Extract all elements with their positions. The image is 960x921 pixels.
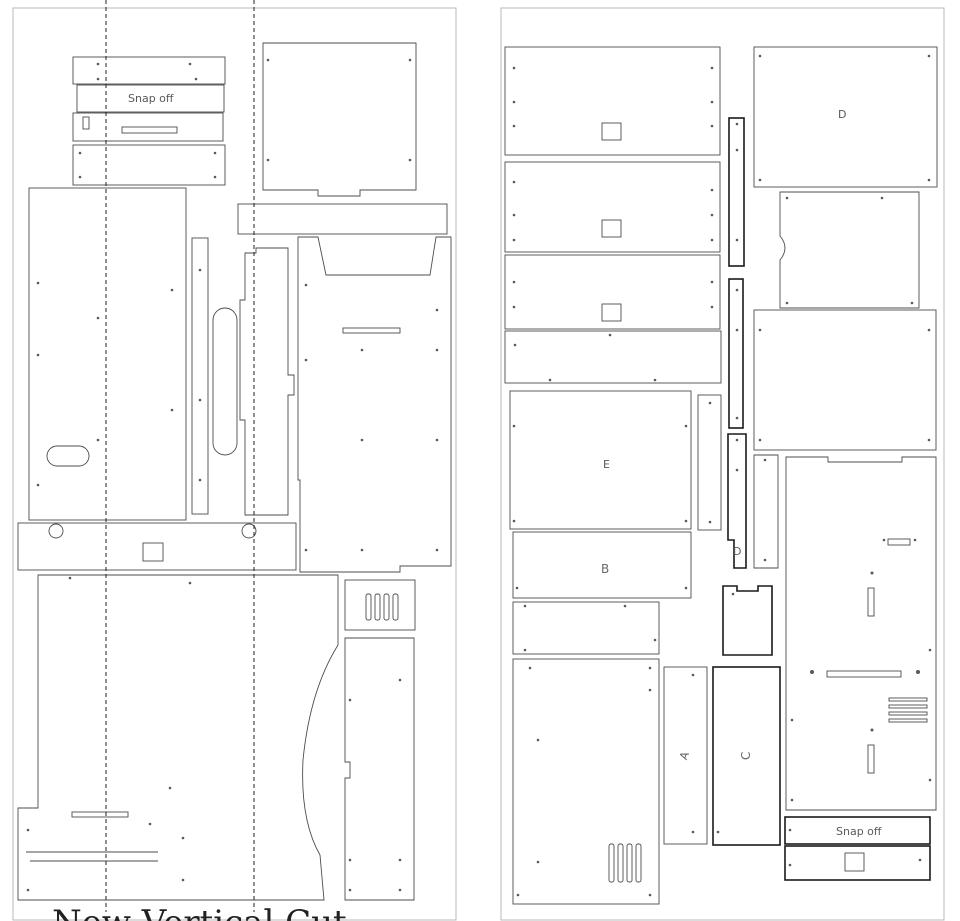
right-tall-vents xyxy=(888,697,928,723)
right-panel-b xyxy=(512,531,692,599)
label-c: C xyxy=(739,752,753,760)
right-panel-e xyxy=(509,390,692,530)
label-a: A xyxy=(677,750,692,762)
right-narrow-strip-1 xyxy=(697,394,722,531)
left-band-square xyxy=(142,542,164,562)
left-square-panel xyxy=(262,42,417,197)
right-bottom-strip xyxy=(784,845,931,881)
right-notched-block xyxy=(722,585,773,656)
vent-slot-3 xyxy=(383,593,390,621)
left-tall-panel-handle xyxy=(46,445,90,467)
right-panel-notched xyxy=(779,191,920,309)
right-sheet xyxy=(500,7,945,921)
left-strip-4 xyxy=(72,144,226,186)
left-band-hole-2 xyxy=(241,523,257,539)
right-tall-slot-1 xyxy=(887,538,911,546)
label-e: E xyxy=(603,458,610,471)
right-panel-c xyxy=(712,666,781,846)
right-bracket-2 xyxy=(728,278,744,429)
right-panel-3 xyxy=(504,254,721,330)
label-b: B xyxy=(601,562,609,576)
left-wide-band xyxy=(17,522,297,571)
vent-slot-2 xyxy=(374,593,381,621)
right-narrow-strip-2 xyxy=(753,454,779,569)
right-panel-3-square xyxy=(601,303,622,322)
vent-slot-1 xyxy=(365,593,372,621)
label-d: D xyxy=(838,108,846,121)
left-thin-strip xyxy=(237,203,448,235)
left-oval-panel xyxy=(239,247,295,516)
right-panel-large-2 xyxy=(753,309,937,451)
snap-off-label-right: Snap off xyxy=(836,825,882,838)
right-panel-1-square xyxy=(601,122,622,141)
left-strip-1 xyxy=(72,56,226,85)
left-band-hole-1 xyxy=(48,523,64,539)
label-d2: D xyxy=(733,545,741,558)
right-snap-off-strip xyxy=(784,816,931,845)
right-bottom-strip-square xyxy=(844,852,865,872)
footer-title: New Vertical Cut xyxy=(52,903,347,921)
snap-off-label-left: Snap off xyxy=(128,92,174,105)
right-bottom-vents xyxy=(608,843,642,883)
right-bracket-3 xyxy=(727,433,747,569)
left-large-panel-slot xyxy=(342,327,401,334)
right-panel-small xyxy=(512,601,660,655)
right-tall-slot-2 xyxy=(867,587,875,617)
right-tall-slot-4 xyxy=(867,744,875,774)
left-narrow-strip xyxy=(191,237,209,515)
right-tall-panel xyxy=(785,456,937,811)
left-large-panel xyxy=(297,236,452,573)
right-bracket-1 xyxy=(728,117,745,267)
left-sheet xyxy=(12,7,457,921)
left-snap-off-strip xyxy=(76,84,225,113)
left-sheet-holes xyxy=(26,58,439,892)
right-bottom-panel xyxy=(512,658,660,905)
left-base-panel xyxy=(17,574,339,901)
right-panel-1 xyxy=(504,46,721,156)
left-oval-slot xyxy=(212,307,238,456)
left-slot-2 xyxy=(82,116,90,130)
right-panel-large-1 xyxy=(753,46,938,188)
right-panel-4 xyxy=(504,330,722,384)
right-panel-2-square xyxy=(601,219,622,238)
right-sheet-holes xyxy=(512,54,932,897)
right-panel-2 xyxy=(504,161,721,253)
right-tall-slot-3 xyxy=(826,670,902,678)
left-base-slot xyxy=(71,811,129,818)
left-slot-1 xyxy=(121,126,178,134)
right-panel-a xyxy=(663,666,708,845)
vent-slot-4 xyxy=(392,593,399,621)
left-tall-panel xyxy=(28,187,187,521)
left-tall-side-piece xyxy=(344,637,415,901)
